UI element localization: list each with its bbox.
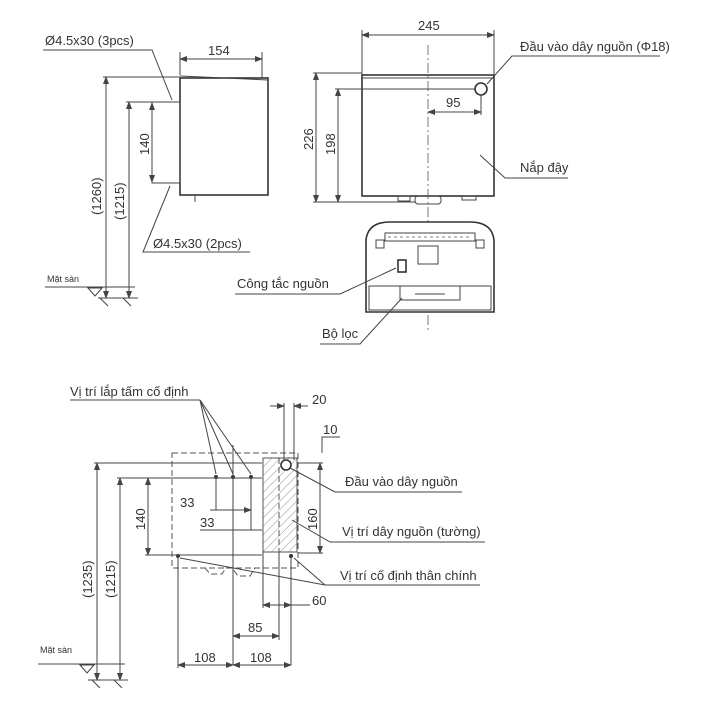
dryer-side-body — [179, 77, 269, 196]
front-view: 245 226 198 95 Đầu vào dây nguồn (Φ18) N… — [301, 18, 670, 330]
power-inlet-label: Đầu vào dây nguồn (Φ18) — [520, 39, 670, 54]
dim-140: 140 — [133, 508, 148, 530]
filter — [399, 285, 461, 301]
dim-95: 95 — [446, 95, 460, 110]
cover-label: Nắp đậy — [520, 160, 569, 175]
dim-1235: (1235) — [80, 560, 95, 598]
floor-label: Mặt sàn — [40, 645, 72, 655]
dryer-bottom-body — [365, 221, 495, 313]
power-switch-label: Công tắc nguồn — [237, 276, 329, 291]
dim-1215: (1215) — [103, 560, 118, 598]
plate-position-label: Vị trí lắp tấm cố định — [70, 384, 189, 399]
dim-10: 10 — [323, 422, 337, 437]
body-fix-label: Vị trí cố định thân chính — [340, 568, 477, 583]
wall-cable-area — [262, 457, 298, 553]
dim-140: 140 — [137, 133, 152, 155]
dim-1260: (1260) — [89, 177, 104, 215]
power-inlet-hole — [280, 459, 292, 471]
installation-view: (1235) (1215) 140 160 33 33 20 10 60 85 … — [38, 384, 485, 689]
floor-label: Mặt sàn — [47, 274, 79, 284]
screw-bottom-label: Ø4.5x30 (2pcs) — [153, 236, 242, 251]
side-view: 154 (1260) (1215) 140 Ø4.5x30 (3pcs) Ø4.… — [43, 33, 269, 307]
wall-cable-label: Vị trí dây nguồn (tường) — [342, 524, 481, 539]
screw-top-label: Ø4.5x30 (3pcs) — [45, 33, 134, 48]
power-switch — [397, 259, 407, 273]
dryer-outline — [171, 452, 299, 569]
power-inlet-label: Đầu vào dây nguồn — [345, 474, 458, 489]
dim-33a: 33 — [180, 495, 194, 510]
dim-226: 226 — [301, 128, 316, 150]
wall-plate — [151, 101, 181, 184]
filter-label: Bộ lọc — [322, 326, 359, 341]
bottom-view: Công tắc nguồn Bộ lọc — [235, 221, 495, 345]
dim-154: 154 — [208, 43, 230, 58]
dim-20: 20 — [312, 392, 326, 407]
dim-245: 245 — [418, 18, 440, 33]
dim-85: 85 — [248, 620, 262, 635]
dim-160: 160 — [305, 508, 320, 530]
dim-1215: (1215) — [112, 182, 127, 220]
dim-108b: 108 — [250, 650, 272, 665]
power-inlet-hole — [474, 82, 488, 96]
dim-60: 60 — [312, 593, 326, 608]
dim-33b: 33 — [200, 515, 214, 530]
dim-198: 198 — [323, 133, 338, 155]
dim-108a: 108 — [194, 650, 216, 665]
